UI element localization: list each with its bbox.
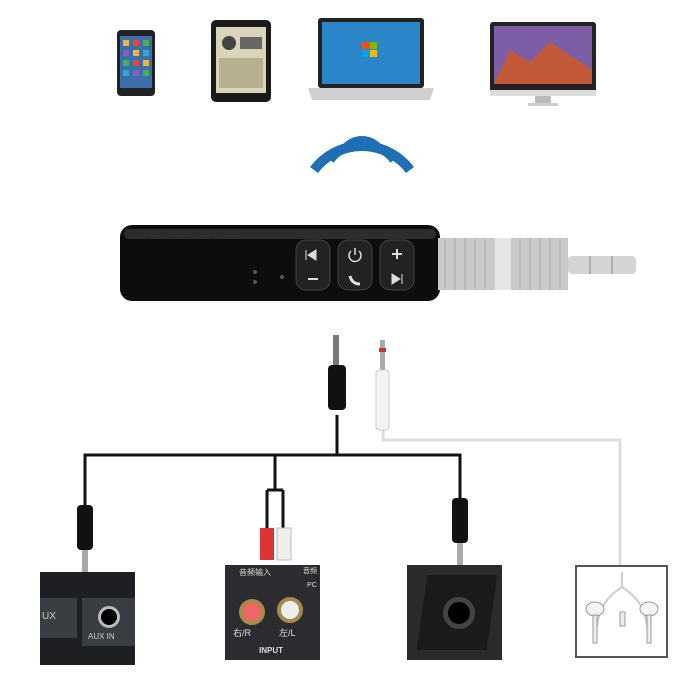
next-icon xyxy=(391,273,403,285)
rca-red-jack-icon xyxy=(239,599,265,625)
earphone-cable xyxy=(381,430,622,568)
rca-footer: INPUT xyxy=(259,646,283,655)
rca-plugs xyxy=(260,527,292,561)
tablet-icon xyxy=(211,20,271,102)
rca-side-bottom: PC xyxy=(307,582,317,589)
laptop-icon xyxy=(308,18,434,100)
volume-next-button[interactable] xyxy=(379,239,415,291)
rca-input-panel: 音频输入 音频 PC 右/R 左/L INPUT xyxy=(225,565,320,660)
plus-icon xyxy=(392,249,402,259)
earphone-plug-top xyxy=(375,340,390,431)
aux-label: UX xyxy=(42,611,56,622)
phone-icon xyxy=(117,30,155,96)
aux-plug-right xyxy=(452,498,468,571)
speaker-jack-panel xyxy=(407,565,502,660)
call-power-button[interactable] xyxy=(337,239,373,291)
aux-plug-top xyxy=(328,335,346,410)
desktop-monitor-icon xyxy=(490,22,596,106)
rca-white-jack-icon xyxy=(277,597,303,623)
aux-in-panel: UX AUX IN xyxy=(40,572,135,665)
audio-cable xyxy=(83,415,462,530)
phone-call-icon xyxy=(348,275,361,286)
aux-jack-icon xyxy=(98,606,120,628)
rca-side-top: 音频 xyxy=(303,568,317,575)
bluetooth-receiver xyxy=(120,225,636,301)
rca-left-label: 左/L xyxy=(279,628,296,638)
rca-header: 音频输入 xyxy=(239,568,271,577)
wireless-signal-icon xyxy=(310,135,414,174)
prev-icon xyxy=(305,249,317,261)
earphones-panel xyxy=(575,565,668,658)
earphones-icon xyxy=(585,572,659,644)
power-icon xyxy=(348,250,362,263)
aux-plug-left xyxy=(77,505,93,578)
jack-socket-icon xyxy=(443,597,475,629)
rca-right-label: 右/R xyxy=(233,628,252,638)
aux-in-label: AUX IN xyxy=(88,632,115,641)
prev-play-button[interactable] xyxy=(295,239,331,291)
